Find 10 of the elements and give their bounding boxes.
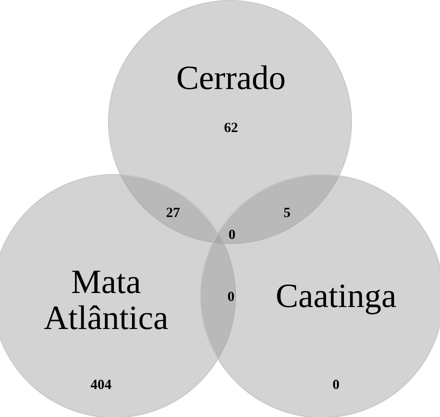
set-label: Mata Atlântica: [42, 265, 170, 337]
count-label: 62: [224, 121, 238, 137]
set-label: Cerrado: [176, 61, 286, 97]
count-label: 0: [228, 290, 234, 306]
set-label: Caatinga: [276, 279, 396, 315]
count-label: 27: [166, 206, 180, 222]
count-label: 0: [228, 228, 236, 244]
count-label: 0: [332, 378, 340, 394]
count-label: 404: [90, 378, 112, 394]
count-label: 5: [284, 206, 290, 222]
